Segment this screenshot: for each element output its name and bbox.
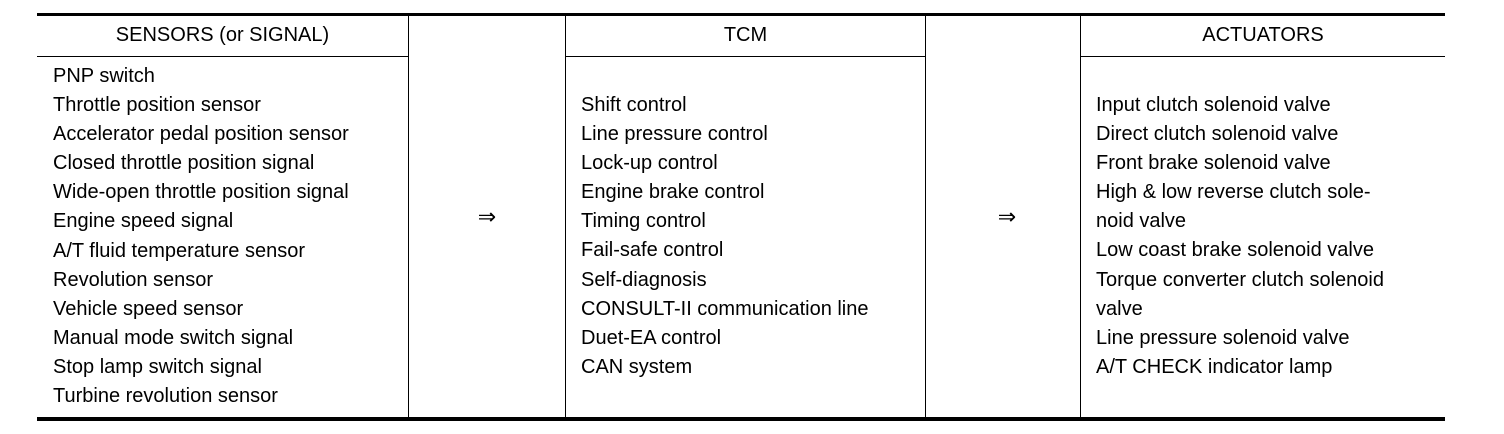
actuator-item: Input clutch solenoid valve (1096, 94, 1331, 116)
actuator-item: Front brake solenoid valve (1096, 152, 1331, 175)
column-divider-3 (925, 13, 926, 419)
io-signal-table: SENSORS (or SIGNAL) TCM ACTUATORS PNP sw… (37, 13, 1445, 421)
table-top-rule (37, 13, 1445, 16)
sensor-item: Revolution sensor (53, 268, 214, 291)
right-arrow-icon: ⇒ (997, 204, 1017, 229)
sensor-item: Accelerator pedal position sensor (53, 123, 349, 146)
column-divider-4 (1080, 13, 1081, 419)
tcm-function-item: Self-diagnosis (581, 268, 707, 291)
sensor-item: Wide-open throttle position signal (53, 181, 349, 204)
sensor-item: Engine speed signal (53, 210, 234, 233)
sensors-header: SENSORS (or SIGNAL) (115, 24, 330, 46)
tcm-function-item: Fail-safe control (581, 239, 724, 262)
actuator-item: Torque converter clutch solenoid (1096, 268, 1384, 291)
actuator-item: noid valve (1096, 210, 1187, 233)
sensor-item: Vehicle speed sensor (53, 297, 244, 320)
actuator-item: Low coast brake solenoid valve (1096, 239, 1374, 262)
sensor-item: Manual mode switch signal (53, 326, 294, 349)
column-divider-2 (565, 13, 566, 419)
column-divider-1 (408, 13, 409, 419)
sensor-item: A/T fluid temperature sensor (53, 239, 305, 262)
right-arrow-icon: ⇒ (477, 204, 497, 229)
tcm-header: TCM (723, 24, 768, 46)
tcm-function-item: Line pressure control (581, 123, 768, 146)
table-bottom-rule (37, 417, 1445, 421)
sensor-item: Closed throttle position signal (53, 152, 315, 175)
tcm-header-rule (565, 56, 926, 57)
sensor-item: PNP switch (53, 65, 155, 87)
sensor-item: Stop lamp switch signal (53, 355, 262, 378)
tcm-function-item: CONSULT-II communication line (581, 297, 869, 320)
tcm-function-item: Lock-up control (581, 152, 718, 175)
actuator-item: valve (1096, 297, 1143, 320)
actuators-header: ACTUATORS (1202, 24, 1324, 46)
tcm-function-item: Duet-EA control (581, 326, 722, 349)
actuators-header-rule (1080, 56, 1445, 57)
tcm-function-item: Shift control (581, 94, 687, 116)
actuator-item: Line pressure solenoid valve (1096, 326, 1350, 349)
tcm-function-item: CAN system (581, 355, 693, 378)
sensor-item: Throttle position sensor (53, 94, 261, 117)
actuator-item: A/T CHECK indicator lamp (1096, 355, 1333, 378)
sensors-header-rule (37, 56, 409, 57)
actuator-item: Direct clutch solenoid valve (1096, 123, 1339, 146)
tcm-function-item: Timing control (581, 210, 706, 233)
sensor-item: Turbine revolution sensor (53, 385, 278, 408)
actuator-item: High & low reverse clutch sole- (1096, 181, 1371, 204)
tcm-function-item: Engine brake control (581, 181, 765, 204)
